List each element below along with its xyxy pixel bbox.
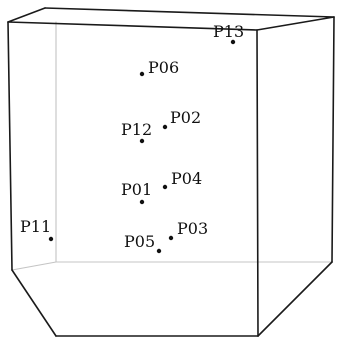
point-P11: P11: [20, 217, 54, 242]
point-P01: P01: [121, 180, 152, 205]
point-label: P03: [177, 219, 208, 238]
point-marker: [139, 199, 145, 205]
point-label: P01: [121, 180, 152, 199]
points-layer: P13 P06 P12 P02 P01 P04 P11 P05: [20, 22, 244, 254]
point-marker: [139, 138, 145, 144]
back-edge-bottom-left-diagonal: [11, 261, 57, 271]
point-marker: [139, 71, 145, 77]
front-edge-bottom-right: [257, 261, 333, 337]
front-edge-top-front: [7, 21, 258, 31]
point-marker: [48, 236, 54, 242]
front-edge-bottom-left: [11, 269, 57, 337]
front-edge-vertical-right-front: [256, 29, 259, 337]
point-label: P04: [171, 169, 202, 188]
cube-front-edges: [7, 7, 335, 337]
point-P04: P04: [162, 169, 202, 190]
point-label: P13: [213, 22, 244, 41]
point-P12: P12: [121, 120, 152, 144]
cube-back-edges: [11, 21, 333, 271]
point-label: P12: [121, 120, 152, 139]
point-marker: [162, 124, 168, 130]
point-P03: P03: [168, 219, 208, 241]
point-label: P05: [124, 232, 155, 251]
point-P02: P02: [162, 108, 201, 130]
front-edge-vertical-left: [7, 21, 13, 271]
point-label: P06: [148, 58, 179, 77]
point-marker: [230, 39, 236, 45]
front-edge-top-left: [7, 7, 46, 23]
point-P05: P05: [124, 232, 162, 254]
point-label: P02: [170, 108, 201, 127]
point-marker: [168, 235, 174, 241]
point-P13: P13: [213, 22, 244, 45]
point-marker: [162, 184, 168, 190]
point-P06: P06: [139, 58, 179, 77]
front-edge-top-right: [256, 16, 335, 31]
front-edge-vertical-right-back: [331, 16, 335, 263]
front-edge-top-back: [44, 7, 335, 18]
point-label: P11: [20, 217, 51, 236]
point-marker: [156, 248, 162, 254]
